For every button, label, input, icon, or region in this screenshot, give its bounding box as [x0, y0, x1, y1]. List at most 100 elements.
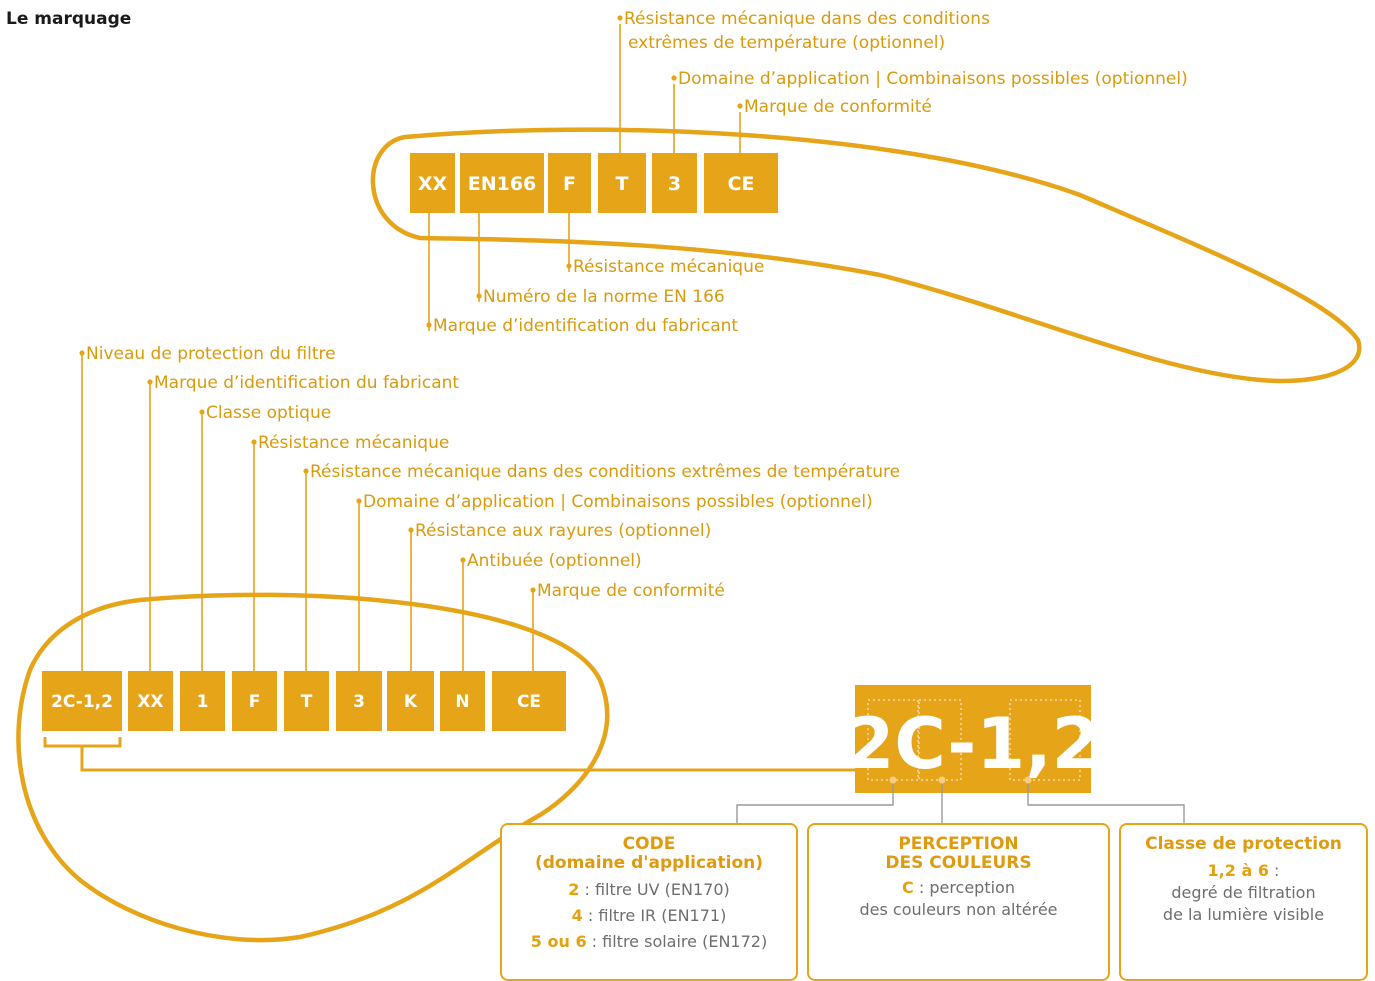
code-bracket: [43, 737, 897, 772]
temple-label: Marque de conformité: [744, 97, 932, 117]
temple-box-label: T: [616, 173, 629, 195]
code-card-title-line2: (domaine d'application): [534, 853, 764, 873]
lens-label: Marque de conformité: [537, 581, 725, 601]
lens-box-label: T: [301, 692, 313, 712]
classe-line2: de la lumière visible: [1162, 905, 1325, 924]
lens-box: [387, 671, 434, 731]
code-card: CODE (domaine d'application) 2 : filtre …: [500, 823, 798, 981]
temple-label: Résistance mécanique: [573, 257, 764, 277]
leader-dot: [530, 587, 536, 593]
temple-box-label: EN166: [468, 173, 537, 195]
temple-box-label: F: [563, 173, 576, 195]
zoom-code-box: [855, 685, 1091, 793]
lens-label: Antibuée (optionnel): [467, 551, 642, 571]
lens-label: Résistance aux rayures (optionnel): [415, 521, 711, 541]
code-row-ir: 4 : filtre IR (EN171): [502, 905, 796, 927]
leader-dot: [671, 75, 677, 81]
zoom-group-3: [1009, 699, 1081, 781]
lens-box-label: CE: [517, 692, 541, 712]
lens-label: Niveau de protection du filtre: [86, 344, 336, 364]
code-key: 2: [568, 880, 580, 899]
code-key: 5 ou 6: [530, 932, 587, 951]
code-desc: : filtre IR (EN171): [582, 906, 727, 925]
code-row-uv: 2 : filtre UV (EN170): [502, 879, 796, 901]
leader-dot: [199, 409, 205, 415]
leader-dot: [408, 527, 414, 533]
temple-box: [460, 153, 544, 213]
code-key: 4: [571, 906, 583, 925]
lens-label: Résistance mécanique: [258, 433, 449, 453]
classe-card-title: Classe de protection: [1121, 825, 1366, 854]
zoom-dot-1: [889, 776, 897, 784]
lens-box-label: N: [455, 692, 469, 712]
perception-title-line2: DES COULEURS: [885, 853, 1032, 873]
lens-box-label: XX: [137, 692, 163, 712]
classe-line0: 1,2 à 6 :: [1121, 860, 1366, 882]
temple-box-label: XX: [418, 173, 448, 195]
code-card-title: CODE (domaine d'application): [502, 825, 796, 873]
code-desc: : filtre solaire (EN172): [586, 932, 768, 951]
perception-line2: des couleurs non altérée: [859, 900, 1058, 919]
temple-label: Marque d’identification du fabricant: [433, 316, 738, 336]
temple-label: Numéro de la norme EN 166: [483, 287, 725, 307]
lens-box-label: K: [404, 692, 418, 712]
zoom-code-text: 2C-1,2: [846, 703, 1101, 785]
zoom-dot-3: [1024, 776, 1032, 784]
leader-dot: [566, 263, 572, 269]
card-connectors: [736, 780, 1185, 823]
lens-box: [128, 671, 173, 731]
lens-box: [492, 671, 566, 731]
temple-label: Domaine d’application | Combinaisons pos…: [678, 69, 1188, 89]
leader-dot: [79, 350, 85, 356]
perception-key: C: [902, 878, 914, 897]
temple-box: [652, 153, 697, 213]
classe-key: 1,2 à 6: [1207, 861, 1269, 880]
page-title: Le marquage: [6, 9, 132, 29]
leader-dot: [426, 322, 432, 328]
zoom-group-2: [918, 699, 962, 781]
lens-box: [180, 671, 225, 731]
lens-box: [440, 671, 485, 731]
classe-line1: degré de filtration: [1171, 883, 1316, 902]
classe-card: Classe de protection 1,2 à 6 : degré de …: [1119, 823, 1368, 981]
temple-label: Résistance mécanique dans des conditions: [624, 9, 990, 29]
lens-label: Marque d’identification du fabricant: [154, 373, 459, 393]
lens-box-label: F: [249, 692, 261, 712]
classe-text: :: [1268, 861, 1280, 880]
lens-label: Domaine d’application | Combinaisons pos…: [363, 492, 873, 512]
perception-line1: C : perception: [809, 877, 1108, 899]
temple-box-label: 3: [668, 173, 681, 195]
lens-label: Classe optique: [206, 403, 331, 423]
perception-card-title: PERCEPTION DES COULEURS: [809, 825, 1108, 873]
perception-title-line1: PERCEPTION: [898, 834, 1019, 854]
leader-dot: [476, 293, 482, 299]
lens-outline: [16, 592, 610, 943]
code-desc: : filtre UV (EN170): [579, 880, 730, 899]
code-card-title-line1: CODE: [622, 834, 676, 854]
lens-box-label: 1: [197, 692, 209, 712]
leader-dot: [147, 379, 153, 385]
leader-dot: [460, 557, 466, 563]
perception-text: : perception: [913, 878, 1015, 897]
temple-box: [548, 153, 591, 213]
zoom-dot-2: [938, 776, 946, 784]
lens-box: [232, 671, 277, 731]
temple-box: [410, 153, 455, 213]
leader-dot: [737, 103, 743, 109]
leader-dot: [303, 468, 309, 474]
lens-label: Résistance mécanique dans des conditions…: [310, 462, 900, 482]
temple-box-label: CE: [728, 173, 755, 195]
leader-dot: [617, 15, 623, 21]
temple-box: [704, 153, 778, 213]
code-row-solar: 5 ou 6 : filtre solaire (EN172): [502, 931, 796, 953]
temple-label: extrêmes de température (optionnel): [628, 33, 945, 53]
perception-card: PERCEPTION DES COULEURS C : perception d…: [807, 823, 1110, 981]
lens-box: [284, 671, 329, 731]
lens-box-label: 2C-1,2: [51, 692, 113, 712]
leader-dot: [251, 439, 257, 445]
leader-dot: [356, 498, 362, 504]
lens-box-label: 3: [353, 692, 365, 712]
temple-box: [598, 153, 646, 213]
lens-box: [42, 671, 122, 731]
